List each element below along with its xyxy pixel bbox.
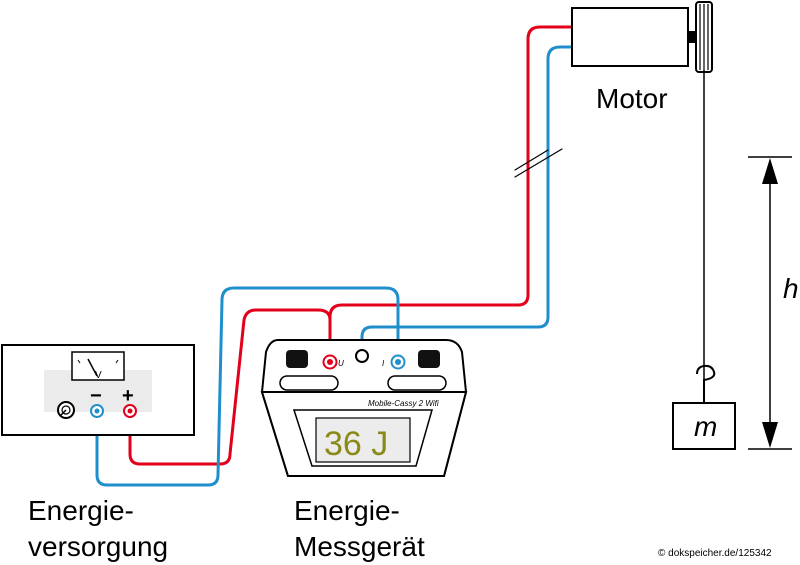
mass-assembly: m bbox=[672, 70, 736, 450]
red-wire-motor-meter bbox=[328, 25, 574, 358]
port-i-terminal[interactable] bbox=[390, 354, 406, 370]
minus-sign: − bbox=[90, 385, 102, 407]
meter-label-line1: Energie- bbox=[294, 495, 400, 526]
arrow-down-icon bbox=[762, 422, 778, 448]
gauge-unit: V bbox=[95, 370, 102, 381]
arrow-up-icon bbox=[762, 158, 778, 184]
port-i-label: I bbox=[382, 359, 385, 368]
mass-label: m bbox=[694, 411, 717, 442]
mass-block bbox=[672, 402, 736, 450]
wires bbox=[95, 25, 574, 487]
wire-break-mark-1 bbox=[514, 149, 549, 171]
blue-wire-supply-meter bbox=[95, 286, 400, 487]
plus-terminal[interactable] bbox=[123, 404, 137, 418]
right-socket bbox=[418, 350, 440, 368]
supply-label-line2: versorgung bbox=[28, 531, 168, 562]
supply-label-line1: Energie- bbox=[28, 495, 134, 526]
motor-label: Motor bbox=[596, 83, 668, 114]
left-socket bbox=[286, 350, 308, 368]
pulley-icon bbox=[695, 1, 713, 73]
minus-terminal[interactable] bbox=[90, 404, 104, 418]
height-dimension: h bbox=[748, 156, 799, 450]
adjust-knob-icon[interactable] bbox=[57, 401, 75, 419]
plus-sign: + bbox=[122, 385, 134, 407]
port-u-terminal[interactable] bbox=[322, 354, 338, 370]
left-grip bbox=[279, 375, 339, 391]
blue-wire-motor-meter bbox=[360, 45, 574, 354]
motor: Motor bbox=[571, 1, 713, 114]
display-reading: 36 J bbox=[324, 425, 388, 463]
meter-label-line2: Messgerät bbox=[294, 531, 425, 562]
right-grip bbox=[387, 375, 447, 391]
motor-body bbox=[571, 7, 689, 67]
credit-text: © dokspeicher.de/125342 bbox=[658, 548, 772, 559]
lcd-display bbox=[315, 417, 411, 463]
wire-break-mark-2 bbox=[514, 148, 563, 178]
hook-icon bbox=[696, 364, 716, 403]
port-u-label: U bbox=[338, 359, 344, 368]
port-common-terminal[interactable] bbox=[355, 349, 369, 363]
red-wire-supply-meter bbox=[128, 308, 332, 466]
motor-shaft bbox=[688, 31, 696, 43]
power-supply: V − + Energie- versorgung bbox=[1, 344, 195, 562]
energy-meter: U I Mobile-Cassy 2 Wifi 36 J Energie- Me… bbox=[260, 339, 468, 562]
voltmeter-gauge: V bbox=[71, 351, 125, 381]
height-label: h bbox=[783, 273, 799, 304]
meter-model-label: Mobile-Cassy 2 Wifi bbox=[368, 399, 439, 408]
